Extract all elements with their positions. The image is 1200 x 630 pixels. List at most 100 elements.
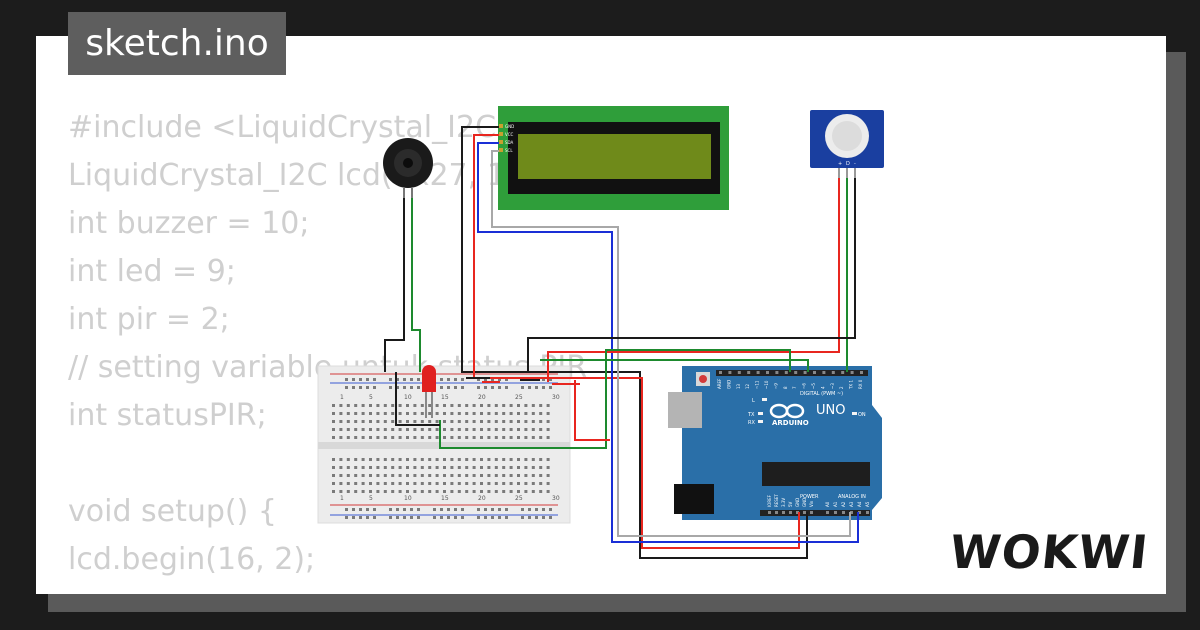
digital-pin[interactable] — [860, 371, 863, 374]
breadboard-col-label: 15 — [441, 495, 449, 502]
breadboard-col-label: 25 — [515, 394, 523, 401]
lcd-pin-label: GND — [505, 124, 514, 129]
analog-pin[interactable] — [858, 511, 861, 514]
power-pin[interactable] — [775, 511, 778, 514]
digital-pin[interactable] — [737, 371, 741, 374]
buzzer[interactable] — [383, 138, 433, 198]
lcd-pin[interactable] — [499, 132, 503, 136]
analog-header-label: ANALOG IN — [838, 494, 866, 500]
digital-pin-label: TX 1 — [849, 380, 854, 390]
digital-pin[interactable] — [813, 371, 816, 374]
digital-pin[interactable] — [766, 371, 769, 374]
digital-pin[interactable] — [841, 371, 845, 374]
digital-pin-label: ~9 — [773, 383, 778, 389]
power-header-label: POWER — [800, 494, 819, 500]
lcd-pin[interactable] — [499, 140, 503, 144]
code-line: int statusPIR; — [68, 398, 267, 433]
digital-header-label: DIGITAL (PWM ~) — [800, 391, 843, 397]
power-pin-label: GND — [802, 498, 807, 507]
arduino-model: UNO — [816, 403, 845, 418]
digital-pin[interactable] — [850, 371, 854, 374]
digital-pin-label: ~5 — [811, 383, 816, 389]
digital-pin[interactable] — [775, 371, 779, 374]
wire — [461, 126, 808, 559]
lcd-pin[interactable] — [499, 124, 503, 128]
breadboard-col-label: 25 — [515, 495, 523, 502]
arduino-brand: ARDUINO — [772, 419, 809, 427]
code-line: int pir = 2; — [68, 302, 230, 337]
power-pin[interactable] — [803, 511, 806, 514]
analog-pin-label: A5 — [865, 501, 870, 507]
digital-pin-label: 2 — [839, 386, 844, 389]
code-line: lcd.begin(16, 2); — [68, 542, 316, 577]
breadboard-col-label: 30 — [552, 495, 560, 502]
analog-pin[interactable] — [834, 511, 837, 514]
power-pin[interactable] — [810, 511, 813, 514]
power-pin-label: RESET — [774, 494, 779, 507]
wire — [540, 359, 809, 372]
code-line: lcd.backlight(); — [68, 584, 587, 594]
breadboard-col-label: 20 — [478, 394, 486, 401]
digital-pin-label: ~3 — [830, 383, 835, 389]
pir-pin-label: + — [838, 161, 842, 167]
pir-motion-sensor[interactable]: + D- — [810, 110, 884, 178]
analog-pin-label: A0 — [825, 501, 830, 507]
power-pin[interactable] — [796, 511, 799, 514]
digital-pin[interactable] — [719, 371, 722, 374]
analog-pin[interactable] — [842, 511, 845, 514]
wire — [491, 150, 851, 537]
digital-pin[interactable] — [756, 371, 760, 374]
digital-pin[interactable] — [784, 371, 788, 374]
power-pin[interactable] — [789, 511, 792, 514]
red-led[interactable] — [422, 365, 436, 418]
lcd-pin-label: SCL — [505, 148, 513, 153]
digital-pin-label: 8 — [783, 386, 788, 389]
digital-pin-label: RX 0 — [858, 379, 863, 389]
pir-pin-label: - — [854, 161, 856, 167]
digital-pin[interactable] — [747, 371, 751, 374]
digital-pin-label: 4 — [820, 386, 825, 389]
digital-pin[interactable] — [728, 371, 732, 374]
digital-pin-label: AREF — [717, 378, 722, 389]
analog-pin-label: A2 — [841, 501, 846, 507]
breadboard-col-label: 1 — [340, 394, 344, 401]
code-line: int buzzer = 10; — [68, 206, 310, 241]
lcd-pin-label: SDA — [505, 140, 514, 145]
arduino-logo-icon — [769, 403, 805, 419]
indicator-led — [762, 398, 767, 401]
power-pin[interactable] — [768, 511, 771, 514]
analog-pin[interactable] — [826, 511, 829, 514]
digital-pin-label: ~11 — [755, 380, 760, 389]
project-title: sketch.ino — [68, 12, 286, 75]
power-pin-label: GND — [795, 498, 800, 507]
indicator-label: TX — [747, 412, 755, 418]
digital-pin[interactable] — [794, 371, 798, 374]
analog-pin[interactable] — [866, 511, 869, 514]
power-pin[interactable] — [782, 511, 785, 514]
lcd-pin[interactable] — [499, 148, 503, 152]
digital-pin-label: GND — [726, 380, 731, 389]
power-pin-label: Vin — [809, 500, 814, 507]
wire — [384, 198, 405, 372]
digital-pin-label: ~6 — [802, 383, 807, 389]
pir-pin-label: D — [846, 161, 850, 167]
breadboard-col-label: 20 — [478, 495, 486, 502]
wokwi-logo: WOKWI — [946, 525, 1151, 579]
analog-pin-label: A4 — [857, 501, 862, 507]
digital-pin-label: 13 — [736, 383, 741, 389]
digital-pin-label: ~10 — [764, 380, 769, 389]
analog-pin[interactable] — [850, 511, 853, 514]
digital-header — [716, 370, 868, 376]
breadboard-col-label: 10 — [404, 495, 412, 502]
digital-pin[interactable] — [831, 371, 835, 374]
digital-pin[interactable] — [822, 371, 826, 374]
digital-pin[interactable] — [803, 371, 807, 374]
digital-pin-label: 12 — [745, 383, 750, 389]
breadboard-col-label: 1 — [340, 495, 344, 502]
breadboard-col-label: 5 — [369, 394, 373, 401]
digital-pin-label: 7 — [792, 386, 797, 389]
